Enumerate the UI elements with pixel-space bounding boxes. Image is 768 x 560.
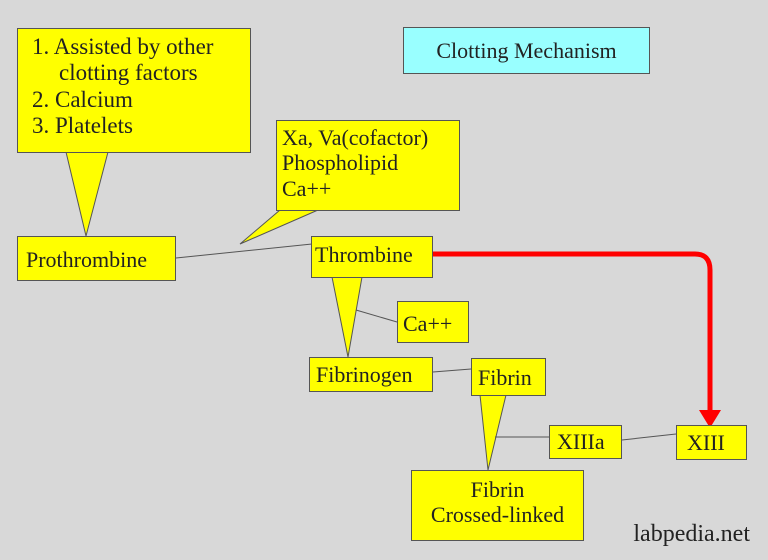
callout-tail-cofactor [239, 209, 319, 245]
cofactor-line-3: Ca++ [282, 175, 332, 201]
assisted-line-2: clotting factors [59, 60, 198, 86]
diagram-title-text: Clotting Mechanism [436, 37, 617, 63]
assisted-line-3: 2. Calcium [32, 86, 133, 112]
callout-tail-fibrin [479, 394, 507, 471]
node-crosslinked: Fibrin Crossed-linked [411, 470, 584, 541]
cofactor-line-1: Xa, Va(cofactor) [282, 125, 429, 150]
node-thrombine: Thrombine [311, 236, 433, 278]
diagram-title: Clotting Mechanism [403, 27, 650, 74]
red-arrowhead-icon [699, 410, 721, 428]
callout-tail-assisted [65, 151, 109, 237]
node-xiiia: XIIIa [549, 425, 622, 459]
link-fibrinogen-fibrin [432, 368, 472, 373]
link-ca-tail [355, 309, 398, 323]
prothrombine-label: Prothrombine [26, 247, 147, 272]
ca-label: Ca++ [403, 311, 453, 336]
node-ca: Ca++ [397, 301, 469, 343]
fibrinogen-label: Fibrinogen [316, 362, 413, 387]
thrombine-label: Thrombine [315, 242, 413, 267]
node-fibrinogen: Fibrinogen [309, 357, 433, 392]
node-prothrombine: Prothrombine [17, 236, 176, 281]
xiii-label: XIII [687, 430, 725, 455]
link-xiii-xiiia [621, 433, 677, 441]
link-prothrombine-thrombine [175, 243, 313, 259]
assisted-line-4: 3. Platelets [32, 113, 133, 139]
xiiia-label: XIIIa [557, 429, 605, 454]
red-arrow [433, 251, 713, 414]
callout-tail-thrombine [331, 276, 363, 358]
crosslinked-line-1: Fibrin [470, 477, 525, 502]
node-xiii: XIII [676, 425, 747, 460]
node-cofactor: Xa, Va(cofactor) Phospholipid Ca++ [276, 120, 460, 211]
fibrin-label: Fibrin [478, 365, 532, 390]
assisted-line-1: 1. Assisted by other [32, 34, 214, 59]
cofactor-line-2: Phospholipid [282, 150, 399, 176]
crosslinked-line-2: Crossed-linked [430, 502, 565, 528]
node-assisted: 1. Assisted by other clotting factors 2.… [17, 28, 251, 153]
node-fibrin: Fibrin [471, 358, 546, 396]
watermark: labpedia.net [633, 521, 750, 547]
